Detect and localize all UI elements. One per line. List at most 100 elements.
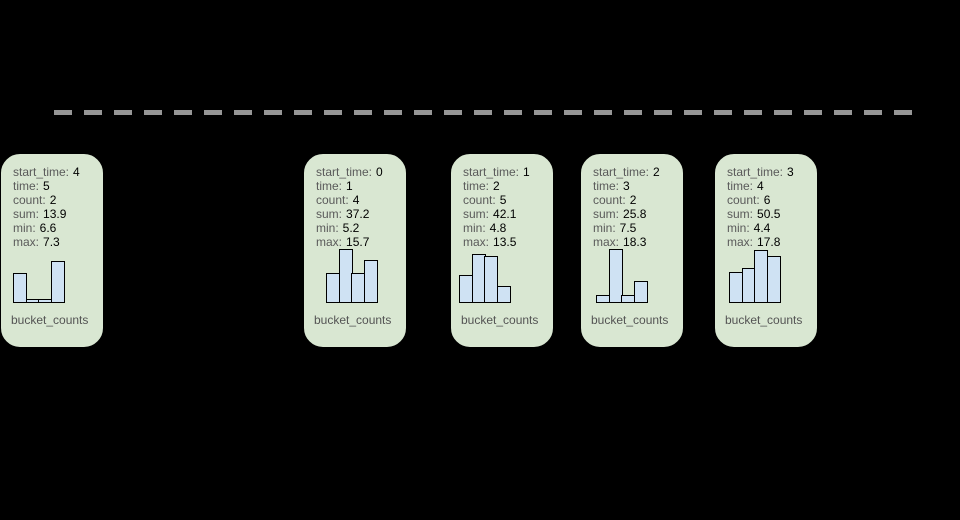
field-row: start_time: 1: [463, 165, 547, 179]
field-label: max:: [593, 235, 620, 249]
bucket-histogram: [326, 249, 400, 303]
histogram-bar: [496, 286, 511, 303]
bucket-counts-label: bucket_counts: [591, 313, 669, 327]
field-label: start_time:: [316, 165, 373, 179]
field-label: count:: [727, 193, 760, 207]
field-value: 42.1: [493, 207, 517, 221]
histogram-datapoint-card: start_time: 4 time: 5 count: 2 sum: 13.9…: [0, 153, 104, 348]
field-value: 3: [623, 179, 630, 193]
field-value: 7.5: [619, 221, 637, 235]
field-label: max:: [13, 235, 40, 249]
field-row: max: 7.3: [13, 235, 97, 249]
field-row: sum: 37.2: [316, 207, 400, 221]
field-label: sum:: [593, 207, 620, 221]
field-label: time:: [593, 179, 620, 193]
bucket-counts-label: bucket_counts: [461, 313, 539, 327]
field-label: count:: [593, 193, 626, 207]
field-row: sum: 42.1: [463, 207, 547, 221]
field-row: time: 1: [316, 179, 400, 193]
field-row: min: 4.8: [463, 221, 547, 235]
field-row: count: 4: [316, 193, 400, 207]
field-label: min:: [13, 221, 36, 235]
field-row: sum: 13.9: [13, 207, 97, 221]
field-value: 0: [376, 165, 383, 179]
field-label: time:: [463, 179, 490, 193]
bucket-counts-label: bucket_counts: [314, 313, 392, 327]
field-label: time:: [727, 179, 754, 193]
field-row: min: 5.2: [316, 221, 400, 235]
field-value: 1: [346, 179, 353, 193]
field-value: 1: [523, 165, 530, 179]
field-label: sum:: [316, 207, 343, 221]
field-label: start_time:: [13, 165, 70, 179]
field-value: 4: [757, 179, 764, 193]
histogram-bar: [608, 249, 623, 303]
field-value: 2: [49, 193, 57, 207]
field-row: time: 5: [13, 179, 97, 193]
field-value: 17.8: [757, 235, 781, 249]
field-row: min: 6.6: [13, 221, 97, 235]
field-value: 4.8: [489, 221, 507, 235]
bucket-histogram: [13, 249, 97, 303]
field-value: 13.5: [493, 235, 517, 249]
field-row: time: 3: [593, 179, 677, 193]
field-value: 6.6: [39, 221, 57, 235]
field-row: max: 15.7: [316, 235, 400, 249]
field-value: 25.8: [623, 207, 647, 221]
field-row: start_time: 3: [727, 165, 811, 179]
field-label: min:: [727, 221, 750, 235]
field-row: min: 7.5: [593, 221, 677, 235]
field-label: min:: [593, 221, 616, 235]
temporality-dashed-line: [54, 110, 912, 115]
histogram-bar: [484, 256, 498, 303]
bucket-histogram: [459, 249, 547, 303]
field-row: max: 17.8: [727, 235, 811, 249]
field-label: min:: [463, 221, 486, 235]
field-row: count: 2: [593, 193, 677, 207]
field-row: count: 2: [13, 193, 97, 207]
field-value: 2: [653, 165, 660, 179]
field-row: sum: 25.8: [593, 207, 677, 221]
field-label: time:: [316, 179, 343, 193]
field-label: start_time:: [727, 165, 784, 179]
field-value: 4: [352, 193, 360, 207]
field-label: min:: [316, 221, 339, 235]
bucket-counts-label: bucket_counts: [725, 313, 803, 327]
field-row: max: 18.3: [593, 235, 677, 249]
field-value: 18.3: [623, 235, 647, 249]
field-label: sum:: [727, 207, 754, 221]
field-row: time: 2: [463, 179, 547, 193]
field-row: max: 13.5: [463, 235, 547, 249]
field-row: min: 4.4: [727, 221, 811, 235]
field-label: time:: [13, 179, 40, 193]
histogram-datapoint-card: start_time: 3 time: 4 count: 6 sum: 50.5…: [714, 153, 818, 348]
field-row: start_time: 0: [316, 165, 400, 179]
field-label: count:: [13, 193, 46, 207]
histogram-bar: [766, 256, 781, 303]
field-label: start_time:: [593, 165, 650, 179]
field-row: sum: 50.5: [727, 207, 811, 221]
histogram-datapoint-card: start_time: 2 time: 3 count: 2 sum: 25.8…: [580, 153, 684, 348]
field-label: sum:: [463, 207, 490, 221]
field-label: max:: [463, 235, 490, 249]
field-value: 2: [629, 193, 637, 207]
field-row: start_time: 4: [13, 165, 97, 179]
field-label: count:: [316, 193, 349, 207]
field-row: count: 6: [727, 193, 811, 207]
field-value: 15.7: [346, 235, 370, 249]
field-value: 2: [493, 179, 500, 193]
field-label: start_time:: [463, 165, 520, 179]
histogram-bar: [633, 281, 648, 303]
histogram-bar: [13, 273, 27, 303]
bucket-histogram: [729, 249, 811, 303]
field-value: 37.2: [346, 207, 370, 221]
histogram-bar: [50, 261, 65, 303]
field-row: time: 4: [727, 179, 811, 193]
field-label: count:: [463, 193, 496, 207]
field-value: 4: [73, 165, 80, 179]
field-value: 6: [763, 193, 771, 207]
field-label: max:: [727, 235, 754, 249]
field-value: 5.2: [342, 221, 360, 235]
histogram-datapoint-card: start_time: 0 time: 1 count: 4 sum: 37.2…: [303, 153, 407, 348]
